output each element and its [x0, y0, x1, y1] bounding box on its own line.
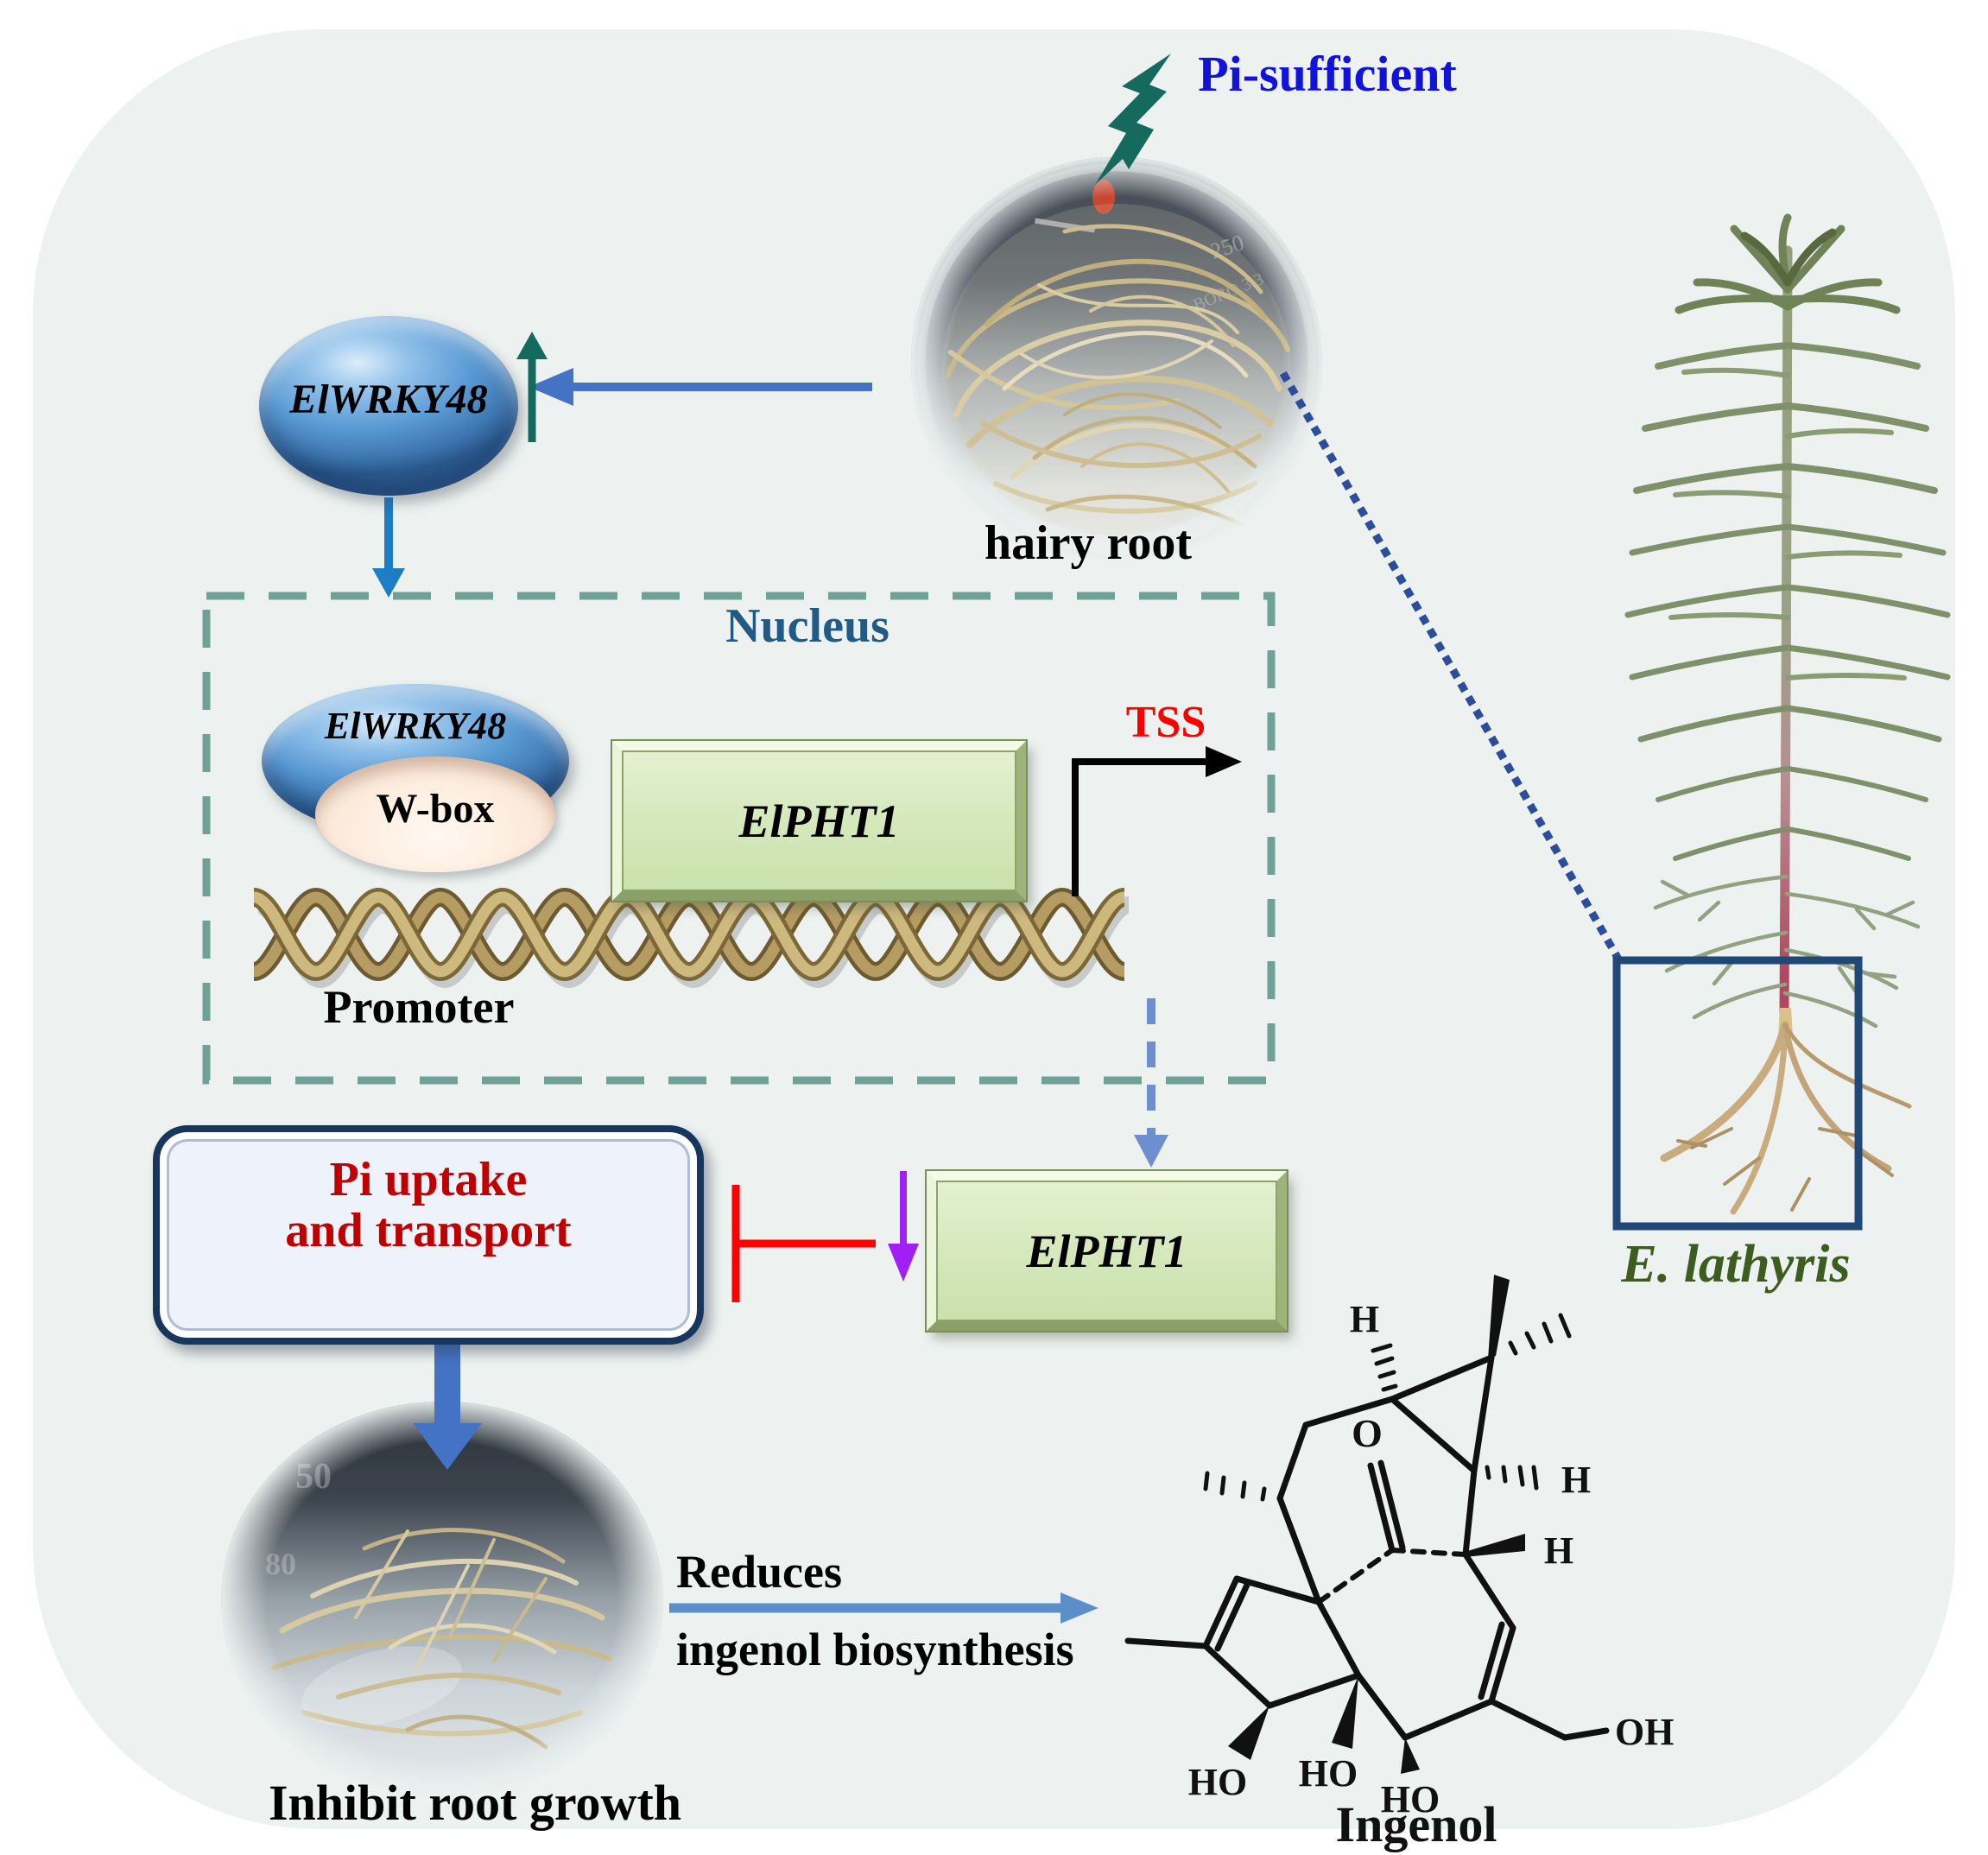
up-arrow-head [516, 332, 548, 359]
nucleus-label: Nucleus [725, 599, 890, 653]
inhibited-root-photo: 50 80 [221, 1402, 663, 1799]
pht-gene-box-cyto-label: ElPHT1 [1026, 1225, 1187, 1277]
inhibit-root-growth-label: Inhibit root growth [268, 1775, 682, 1831]
wrky-ellipse-top [259, 316, 518, 496]
atom-h-top: H [1350, 1298, 1379, 1340]
plant-stem [1779, 245, 1793, 1020]
pht-gene-box-nucleus-label: ElPHT1 [738, 795, 900, 847]
arrow-nucleus-to-pht-head [1134, 1135, 1168, 1168]
root-zoom-box [1612, 956, 1863, 1231]
inhibited-root-photo-content: 50 80 [221, 1402, 663, 1799]
atom-o-ketone: O [1352, 1411, 1383, 1455]
atom-h-right2: H [1544, 1529, 1573, 1572]
down-arrow-purple-head [888, 1244, 919, 1282]
arrow-photo-to-wrky-head [529, 368, 573, 406]
pi-uptake-box: Pi uptake and transport [153, 1125, 704, 1345]
ingenol-atom-labels: H H H O HO HO HO OH Ingenol [1188, 1298, 1675, 1852]
tss-arrow-head [1206, 746, 1242, 777]
reduces-line2-label: ingenol biosynthesis [676, 1624, 1074, 1675]
ingenol-bonds [1124, 1354, 1610, 1741]
atom-ho-left: HO [1188, 1761, 1247, 1803]
hairy-root-photo: 250 BORO 3.3 [911, 157, 1322, 568]
w-box-label: W-box [376, 786, 495, 832]
e-lathyris-plant [1624, 213, 1951, 1215]
plant-leaves [1624, 342, 1951, 861]
species-label: E. lathyris [1621, 1235, 1851, 1294]
hairy-root-photo-content: 250 BORO 3.3 [911, 157, 1322, 568]
plant-top-rosette [1675, 213, 1901, 314]
pi-uptake-line2: and transport [285, 1203, 572, 1257]
arrow-wrky-to-nucleus-head [372, 568, 405, 598]
lightning-arrow-icon [1095, 54, 1171, 185]
ingenol-name-label: Ingenol [1336, 1796, 1497, 1852]
hairy-root-label: hairy root [984, 516, 1193, 570]
atom-h-right1: H [1561, 1459, 1591, 1501]
tss-arrow [1072, 758, 1211, 896]
pht-gene-box-cyto: ElPHT1 [927, 1171, 1287, 1331]
atom-ho-bottom: HO [1381, 1778, 1440, 1820]
reduces-line1-label: Reduces [676, 1546, 842, 1598]
ingenol-hash-bonds [1203, 1313, 1572, 1502]
plant-roots [1660, 1021, 1912, 1215]
photo-to-rootbox-dotted-line [1279, 370, 1626, 968]
arrow-pi-to-root [413, 1345, 482, 1470]
atom-oh-right: OH [1615, 1711, 1674, 1753]
ingenol-dashed-bonds [1316, 1548, 1468, 1605]
dna-strand-front [251, 887, 1127, 982]
ingenol-wedge-bonds [1228, 1275, 1525, 1774]
pi-uptake-line1: Pi uptake [329, 1153, 528, 1206]
arrow-reduces-head [1060, 1592, 1098, 1624]
promoter-label: Promoter [323, 981, 515, 1033]
wrky-ellipse-top-label: ElWRKY48 [289, 377, 488, 422]
w-box-ellipse [315, 757, 555, 872]
pi-sufficient-label: Pi-sufficient [1198, 46, 1457, 102]
wrky-ellipse-nucleus-label: ElWRKY48 [324, 705, 507, 747]
atom-ho-mid: HO [1299, 1752, 1358, 1795]
nucleus-dashed-box [202, 592, 1276, 1085]
tss-label: TSS [1125, 698, 1206, 747]
pht-gene-box-nucleus: ElPHT1 [612, 741, 1026, 901]
ingenol-structure: H H H O HO HO HO OH Ingenol [1124, 1275, 1674, 1852]
